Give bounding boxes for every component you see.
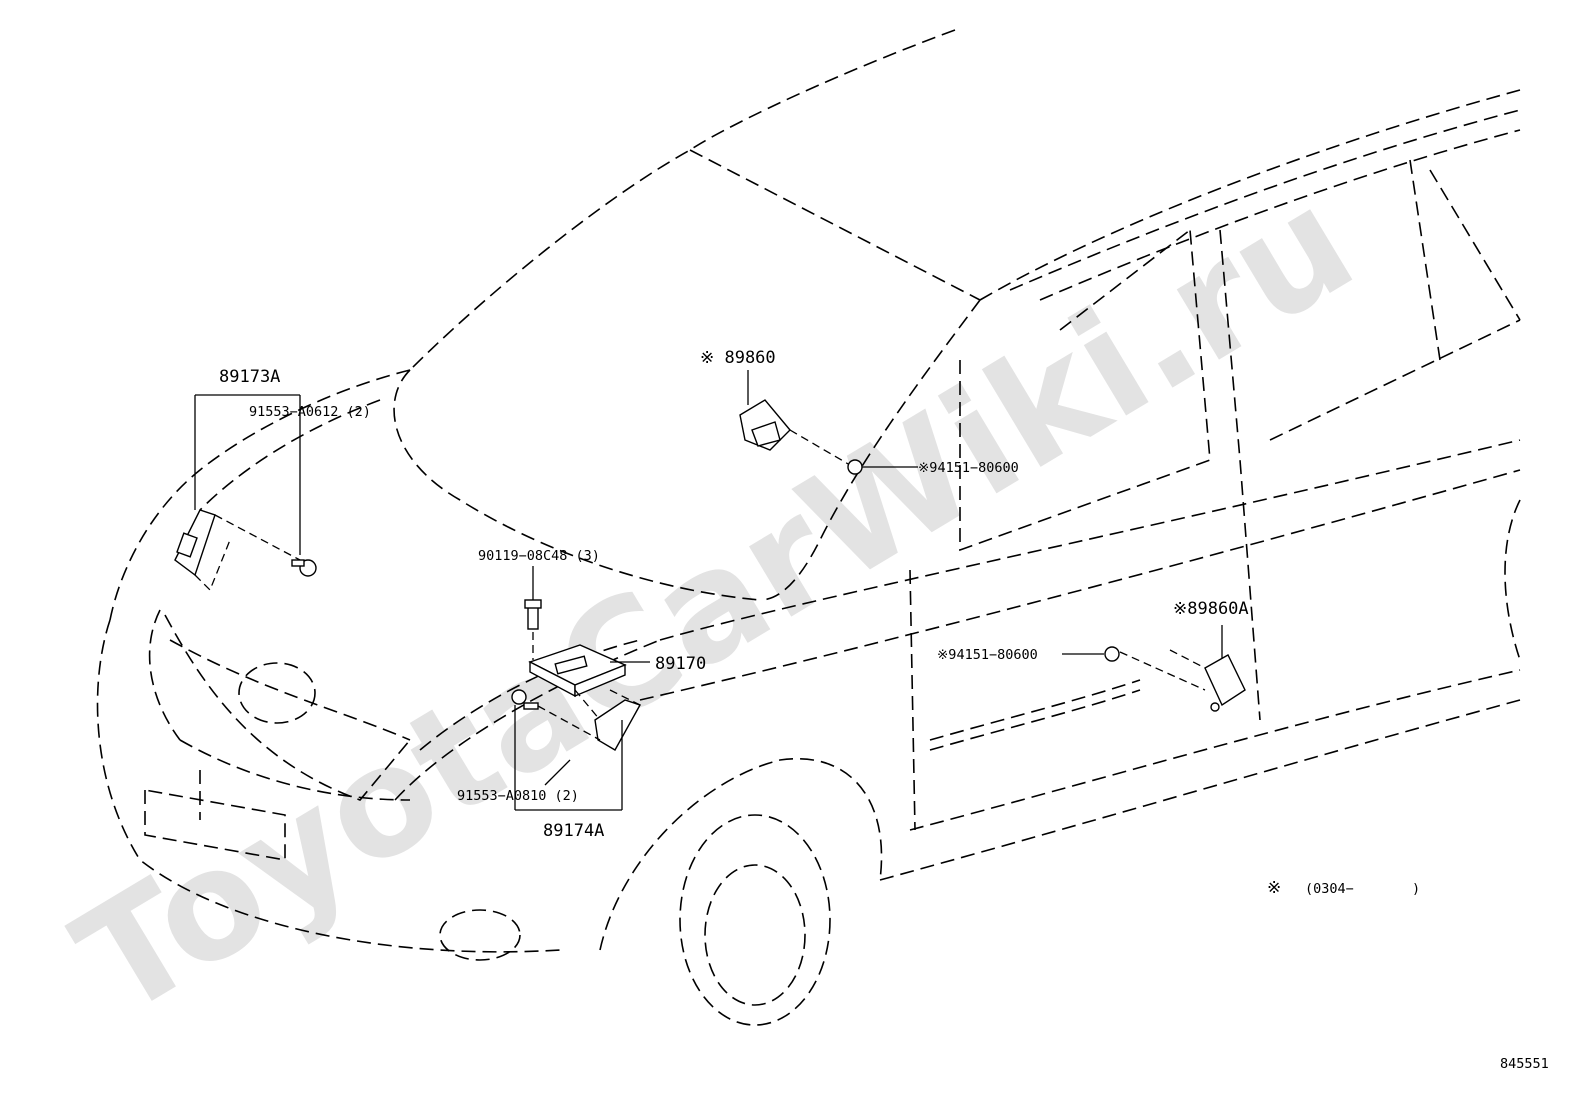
diagram-id: 845551 (1500, 1056, 1549, 1072)
label-91553-A0612: 91553−A0612 (2) (249, 404, 371, 420)
bracket-89174A (574, 689, 642, 751)
label-91553-A0810: 91553−A0810 (2) (457, 788, 579, 804)
label-90119-08C48: 90119−08C48 (3) (478, 548, 600, 564)
nut-94151-top (847, 459, 863, 475)
leader-lines (194, 370, 1223, 811)
nut-94151-mid (1104, 646, 1120, 662)
legend-mark: ※ (1267, 878, 1281, 898)
side-sensor-89860 (739, 399, 851, 466)
label-89173A: 89173A (219, 367, 280, 387)
label-94151-mid: ※94151−80600 (937, 647, 1038, 663)
bolt-91553-A0612 (291, 559, 317, 577)
vehicle-outline (96, 29, 1521, 1026)
label-89170: 89170 (655, 654, 706, 674)
label-89174A: 89174A (543, 821, 604, 841)
side-sensor-89860A (1119, 649, 1246, 712)
bolt-91553-A0810 (511, 689, 601, 741)
label-94151-top: ※94151−80600 (918, 460, 1019, 476)
front-airbag-sensor-89173A (174, 509, 301, 592)
label-89860: ※ 89860 (700, 348, 776, 368)
label-89860A: ※89860A (1173, 599, 1249, 619)
bolt-90119-08C48 (524, 599, 542, 630)
airbag-ecu-89170 (528, 644, 627, 698)
legend-close: ) (1412, 881, 1420, 897)
legend-range: (0304− (1305, 881, 1354, 897)
